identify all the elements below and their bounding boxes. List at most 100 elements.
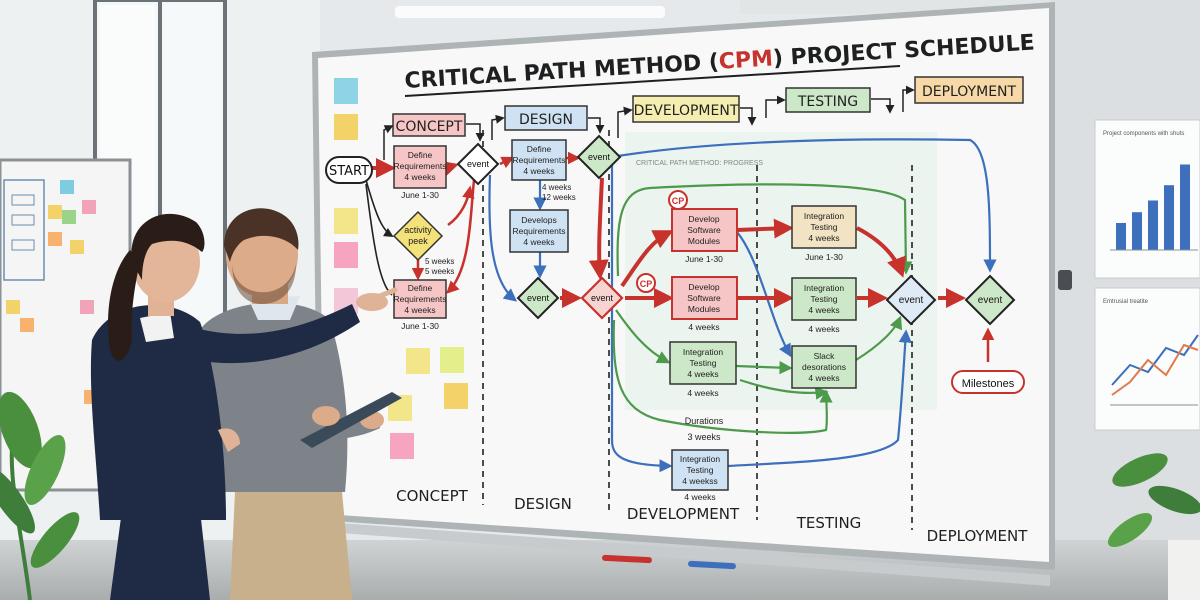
durations-value: 3 weeks xyxy=(687,432,721,442)
text-line: Develops xyxy=(521,215,556,225)
text-line: 4 weeks xyxy=(404,305,435,315)
text-line: Testing xyxy=(687,465,714,475)
phase-header-development: DEVELOPMENT xyxy=(632,95,740,123)
wall-chart-top: Project components with shuts xyxy=(1094,119,1200,279)
wall-chart-bar xyxy=(1148,200,1158,250)
text-line: 4 weeks xyxy=(808,305,839,315)
event-diamond-testing: event xyxy=(885,274,937,326)
text-line: 4 weeks xyxy=(808,373,839,383)
wall-chart-bar xyxy=(1132,212,1142,250)
milestones-label: Milestones xyxy=(962,378,1015,390)
text-line: Integration xyxy=(680,454,720,464)
text-line: Develop xyxy=(688,282,719,292)
tablet-device xyxy=(300,392,402,448)
text-line: Testing xyxy=(690,358,717,368)
wall-chart-bar xyxy=(1164,185,1174,250)
define-requirements-design: Define Requirements 4 weeks xyxy=(511,139,567,181)
wall-chart-bar xyxy=(1116,223,1126,250)
phase-header-concept-label: CONCEPT xyxy=(396,119,463,135)
date-label: June 1-30 xyxy=(685,254,723,264)
text-line: Testing xyxy=(811,294,838,304)
five-weeks-note-2: 5 weeks xyxy=(425,267,454,276)
design-note-2: 12 weeks xyxy=(542,193,576,202)
develop-software-modules-2: Develop Software Modules 4 weeks xyxy=(671,276,738,332)
blue-marker xyxy=(688,560,736,570)
text-line: 4 weeks xyxy=(808,233,839,243)
plant-left xyxy=(0,391,80,600)
ceiling-light xyxy=(395,6,665,18)
slack-node: Slack desorations 4 weeks xyxy=(791,345,857,389)
text-line: activity xyxy=(404,225,432,235)
duration-label: 4 weeks xyxy=(688,322,719,332)
event-label: event xyxy=(899,295,924,306)
woman-presenter xyxy=(90,213,398,600)
durations-label: Durations xyxy=(685,416,724,426)
design-note-1: 4 weeks xyxy=(542,183,571,192)
milestones-label-node: Milestones xyxy=(951,370,1025,394)
text-line: Modules xyxy=(688,304,720,314)
event-label: event xyxy=(588,152,611,162)
text-line: 4 weekss xyxy=(682,476,717,486)
date-label: June 1-30 xyxy=(401,321,439,331)
text-line: Modules xyxy=(688,236,720,246)
wall-chart-bottom: Emtrusial treatite xyxy=(1094,287,1200,431)
date-label: June 1-30 xyxy=(401,190,439,200)
integration-testing-4: Integration Testing 4 weekss 4 weeks xyxy=(671,449,729,502)
board-sticky-notes xyxy=(334,78,468,459)
start-label: START xyxy=(329,164,369,179)
wall-chart-bars xyxy=(1116,164,1190,250)
text-line: Requirements xyxy=(513,155,566,165)
phase-header-design: DESIGN xyxy=(504,105,588,131)
text-line: Requirements xyxy=(394,294,447,304)
text-line: Slack xyxy=(814,351,836,361)
integration-testing-2: Integration Testing 4 weeks 4 weeks xyxy=(791,277,857,334)
cp-marker-2: CP xyxy=(636,273,656,293)
plant-right xyxy=(1107,453,1200,600)
duration-label: 4 weeks xyxy=(687,388,718,398)
text-line: Testing xyxy=(811,222,838,232)
text-line: Define xyxy=(408,150,433,160)
text-line: Develop xyxy=(688,214,719,224)
event-diamond-deployment: event xyxy=(964,274,1016,326)
cp-label: CP xyxy=(640,279,653,289)
event-label: event xyxy=(978,295,1003,306)
text-line: desorations xyxy=(802,362,846,372)
event-diamond-concept: event xyxy=(456,142,500,186)
date-label: June 1-30 xyxy=(805,252,843,262)
phase-bottom-deployment: DEPLOYMENT xyxy=(927,527,1029,545)
duration-label: 4 weeks xyxy=(684,492,715,502)
critical-paths xyxy=(372,158,995,362)
text-line: 4 weeks xyxy=(404,172,435,182)
phase-header-development-label: DEVELOPMENT xyxy=(634,103,739,119)
blue-paths xyxy=(488,138,997,473)
text-line: Requirements xyxy=(513,226,566,236)
develop-software-modules-1: Develop Software Modules June 1-30 xyxy=(671,208,738,264)
text-line: Software xyxy=(687,225,721,235)
phase-bottom-design: DESIGN xyxy=(514,495,572,513)
text-line: 4 weeks xyxy=(687,369,718,379)
develops-requirements-node: Develops Requirements 4 weeks xyxy=(509,209,569,253)
cp-marker-1: CP xyxy=(668,190,688,210)
text-line: peek xyxy=(408,236,428,246)
text-line: Define xyxy=(408,283,433,293)
start-to-activity-arrow xyxy=(365,179,394,237)
event-label: event xyxy=(467,159,490,169)
phase-bottom-testing: TESTING xyxy=(796,514,862,532)
phase-labels-bottom: CONCEPT DESIGN DEVELOPMENT TESTING DEPLO… xyxy=(396,487,1028,545)
phase-header-concept: CONCEPT xyxy=(392,113,466,137)
phase-header-testing-label: TESTING xyxy=(797,94,858,110)
text-line: Requirements xyxy=(394,161,447,171)
text-line: Integration xyxy=(804,283,844,293)
phase-header-deployment: DEPLOYMENT xyxy=(914,76,1024,104)
text-line: 4 weeks xyxy=(523,237,554,247)
phase-bottom-concept: CONCEPT xyxy=(396,487,468,505)
event-diamond-design: event xyxy=(576,134,622,180)
activity-peek-node: activity peek xyxy=(392,210,444,262)
five-weeks-note-1: 5 weeks xyxy=(425,257,454,266)
text-line: Integration xyxy=(804,211,844,221)
text-line: Integration xyxy=(683,347,723,357)
define-requirements-concept-top: Define Requirements 4 weeks June 1-30 xyxy=(393,145,447,200)
integration-testing-1: Integration Testing 4 weeks June 1-30 xyxy=(791,205,857,262)
wall-chart-bottom-caption: Emtrusial treatite xyxy=(1103,299,1149,305)
event-label: event xyxy=(591,293,614,303)
